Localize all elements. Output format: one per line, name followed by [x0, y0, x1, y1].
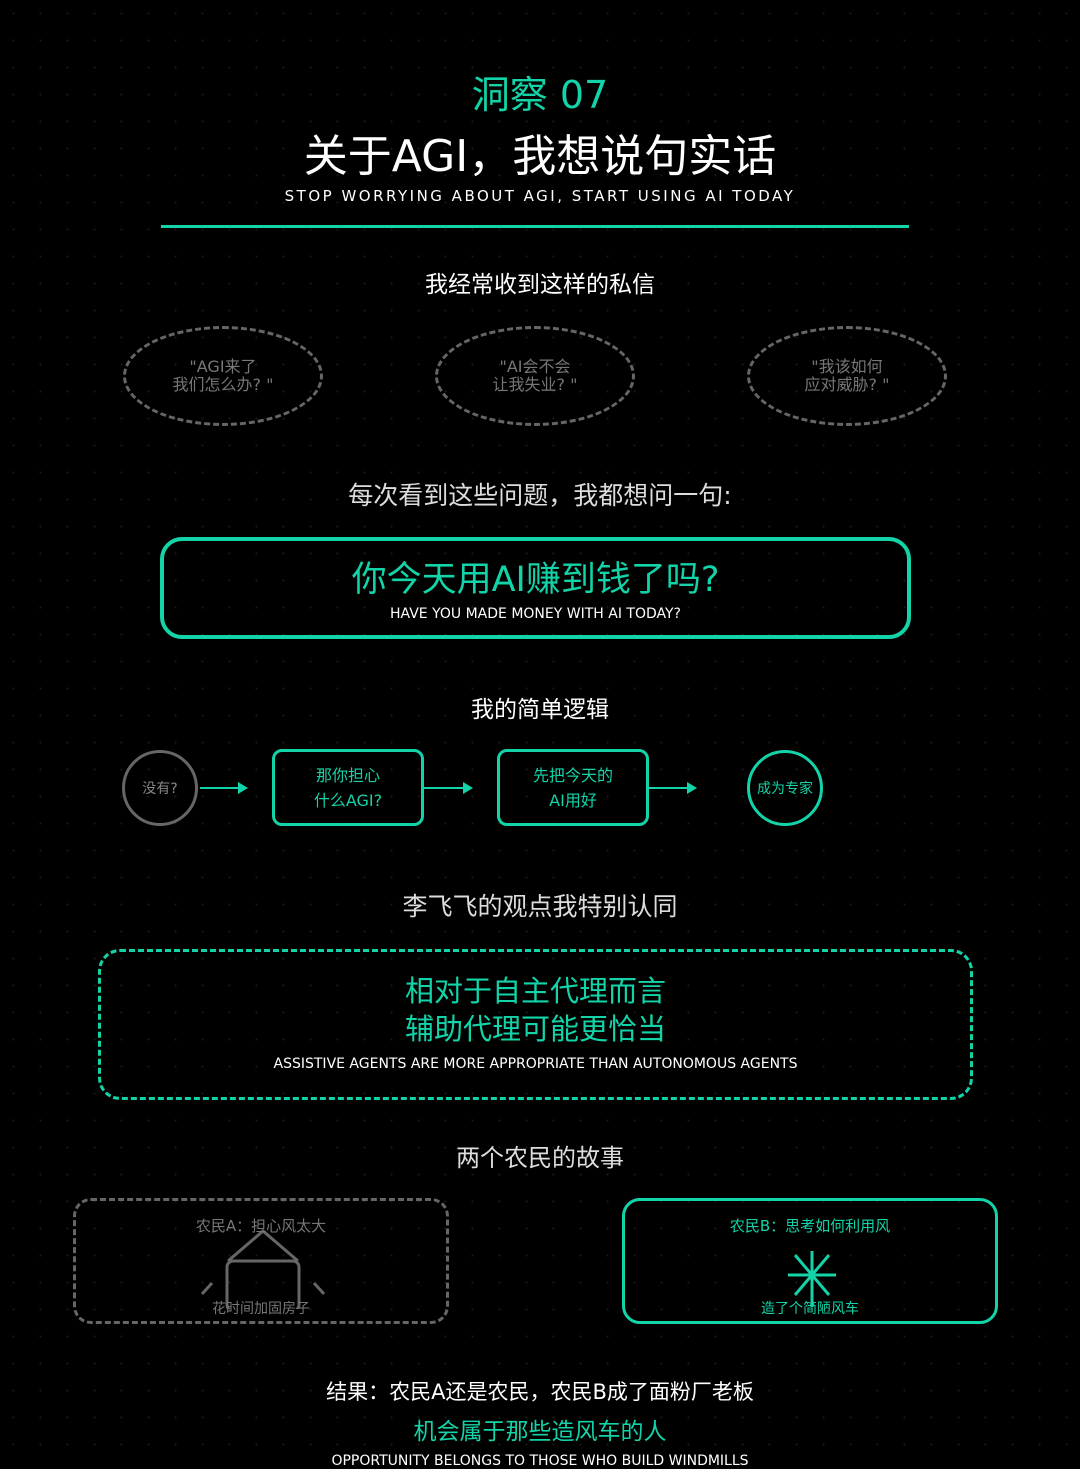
arrow-icon [649, 782, 697, 794]
result-text: 结果：农民A还是农民，农民B成了面粉厂老板 [326, 1380, 754, 1404]
logic-step-2: 先把今天的 AI用好 [497, 749, 649, 826]
farmer-a-title: 农民A：担心风太大 [195, 1217, 327, 1235]
message-line: "我该如何 [811, 357, 883, 376]
arrow-icon [200, 782, 248, 794]
question-box: 你今天用AI赚到钱了吗? HAVE YOU MADE MONEY WITH AI… [160, 537, 911, 639]
logic-heading: 我的简单逻辑 [471, 697, 609, 723]
step-line: AI用好 [549, 790, 597, 810]
farmer-b-title: 农民B：思考如何利用风 [729, 1217, 891, 1235]
page-title: 关于AGI，我想说句实话 [303, 131, 777, 182]
message-bubble: "AGI来了我们怎么办? " [123, 326, 323, 426]
step-line: 什么AGI? [313, 790, 383, 810]
step-line: 那你担心 [315, 765, 380, 785]
message-line: "AI会不会 [499, 357, 571, 376]
windmill-icon [788, 1251, 836, 1307]
step-line: 先把今天的 [532, 765, 613, 785]
result-highlight: 机会属于那些造风车的人 [413, 1419, 667, 1445]
quote-en: ASSISTIVE AGENTS ARE MORE APPROPRIATE TH… [273, 1056, 798, 1072]
kicker: 洞察 07 [471, 73, 609, 117]
message-line: 让我失业? " [492, 375, 578, 394]
arrow-icon [424, 782, 473, 794]
farmer-b-card: 农民B：思考如何利用风 造了个简陋风车 [622, 1198, 998, 1324]
logic-end: 成为专家 [747, 750, 823, 826]
farmer-a-card: 农民A：担心风太大 花时间加固房子 [73, 1198, 449, 1324]
message-bubble: "我该如何应对威胁? " [747, 326, 947, 426]
farmer-a-caption: 花时间加固房子 [212, 1301, 310, 1317]
quote-line-2: 辅助代理可能更恰当 [404, 1012, 666, 1046]
message-line: 应对威胁? " [804, 375, 890, 394]
subtitle: STOP WORRYING ABOUT AGI, START USING AI … [284, 187, 796, 205]
quote-box: 相对于自主代理而言 辅助代理可能更恰当 ASSISTIVE AGENTS ARE… [98, 949, 973, 1100]
question-en: HAVE YOU MADE MONEY WITH AI TODAY? [390, 606, 681, 622]
message-line: "AGI来了 [189, 357, 257, 376]
result-en: OPPORTUNITY BELONGS TO THOSE WHO BUILD W… [331, 1453, 749, 1469]
story-heading: 两个农民的故事 [456, 1144, 624, 1172]
farmer-b-caption: 造了个简陋风车 [761, 1301, 859, 1317]
message-bubble: "AI会不会让我失业? " [435, 326, 635, 426]
quote-intro: 李飞飞的观点我特别认同 [402, 892, 678, 921]
message-line: 我们怎么办? " [172, 375, 274, 394]
logic-start: 没有? [122, 750, 198, 826]
messages-heading: 我经常收到这样的私信 [425, 272, 655, 298]
house-icon [200, 1229, 326, 1309]
question-main: 你今天用AI赚到钱了吗? [351, 560, 720, 600]
question-intro: 每次看到这些问题，我都想问一句: [348, 481, 732, 510]
divider [161, 225, 909, 228]
quote-line-1: 相对于自主代理而言 [404, 974, 666, 1008]
logic-step-1: 那你担心什么AGI? [272, 749, 424, 826]
